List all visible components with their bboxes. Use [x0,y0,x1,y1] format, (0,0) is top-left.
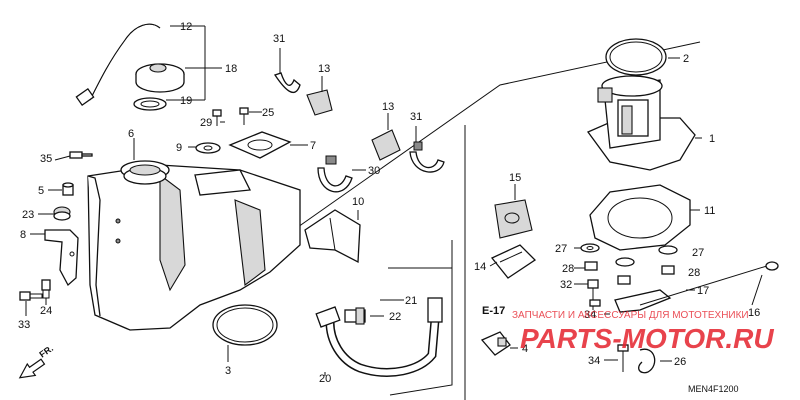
callout-6: 6 [128,128,134,140]
band-31-top[interactable] [273,72,301,94]
watermark-tagline: ЗАПЧАСТИ И АКСЕССУАРЫ ДЛЯ МОТОТЕХНИКИ [512,310,749,321]
washer-27-left[interactable] [580,243,600,253]
callout-12: 12 [180,21,192,33]
nut-28-left[interactable] [584,261,598,271]
callout-32: 32 [560,279,572,291]
callout-8: 8 [20,229,26,241]
callout-25: 25 [262,107,274,119]
callout-1: 1 [709,133,715,145]
watermark-logo: PARTS-MOTOR.RU [520,323,774,354]
callout-33: 33 [18,319,30,331]
callout-9: 9 [176,142,182,154]
fuel-hose[interactable] [315,297,443,377]
callout-16: 16 [748,307,760,319]
fuel-cap[interactable] [135,63,185,93]
nut-28-right[interactable] [661,265,675,275]
fuel-tank[interactable] [87,160,301,331]
bolt-33[interactable] [19,291,43,301]
hose-clip-22[interactable] [355,307,365,325]
washer-27-right[interactable] [658,245,678,255]
callout-34-upper: 34 [584,309,596,321]
bolt-34-upper[interactable] [589,299,601,307]
quick-connector-4[interactable] [480,331,511,356]
clip-26[interactable] [638,348,656,374]
callout-27-right: 27 [692,247,704,259]
nut-28-center[interactable] [617,275,631,285]
callout-18: 18 [225,63,237,75]
callout-29: 29 [200,117,212,129]
callout-22: 22 [389,311,401,323]
fuel-pump-assembly[interactable] [586,75,696,171]
callout-7: 7 [310,140,316,152]
fuel-pump-gasket-plate[interactable] [228,131,292,159]
callout-24: 24 [40,305,52,317]
callout-21: 21 [405,295,417,307]
rubber-10[interactable] [304,209,361,264]
tank-o-ring[interactable] [212,304,278,346]
drawing-code: MEN4F1200 [688,384,739,394]
callout-15: 15 [509,172,521,184]
callout-17: 17 [697,285,709,297]
callout-13-mid: 13 [382,101,394,113]
callout-11: 11 [704,205,715,217]
callout-27-left: 27 [555,243,567,255]
front-arrow-icon [18,358,46,379]
callout-28-right: 28 [688,267,700,279]
grommet-23[interactable] [53,206,71,221]
band-31-mid[interactable] [409,141,445,173]
cap-packing[interactable] [133,97,167,111]
rubber-15[interactable] [494,199,533,239]
callout-4: 4 [522,343,528,355]
float-arm[interactable] [639,261,779,306]
bracket-8[interactable] [44,229,79,287]
callout-20: 20 [319,373,331,385]
callout-3: 3 [225,365,231,377]
callout-2: 2 [683,53,689,65]
callout-26: 26 [674,356,686,368]
reference-label: E-17 [482,305,505,317]
rubber-13-mid[interactable] [371,129,401,161]
breather-tube[interactable] [75,23,161,107]
leader-lines [25,25,763,376]
washer-9[interactable] [195,142,221,154]
fuel-pump-gasket[interactable] [589,184,691,251]
band-30[interactable] [317,155,353,193]
fuel-level-sensor-bracket[interactable] [614,289,672,313]
bolt-25[interactable] [239,107,249,125]
washer-27-center[interactable] [615,257,635,267]
callout-19: 19 [180,95,192,107]
callouts: 1 2 3 4 5 6 7 8 9 10 11 12 13 13 14 15 1… [18,21,760,385]
callout-31-top: 31 [273,33,285,45]
bolt-34-lower[interactable] [617,344,629,372]
callout-10: 10 [352,196,364,208]
callout-30: 30 [368,165,380,177]
callout-28-left: 28 [562,263,574,275]
callout-14: 14 [474,261,486,273]
bolt-35[interactable] [69,151,93,159]
rubber-14[interactable] [490,244,537,279]
front-label: FR. [37,343,55,360]
nut-24[interactable] [41,279,51,299]
callout-23: 23 [22,209,34,221]
fuel-pump-o-ring[interactable] [605,38,667,76]
callout-5: 5 [38,185,44,197]
callout-13-top: 13 [318,63,330,75]
bolt-29[interactable] [212,109,222,126]
callout-31-mid: 31 [410,111,422,123]
callout-35: 35 [40,153,52,165]
rubber-13-top[interactable] [306,89,333,116]
collar-5[interactable] [62,182,74,196]
callout-34-lower: 34 [588,355,600,367]
